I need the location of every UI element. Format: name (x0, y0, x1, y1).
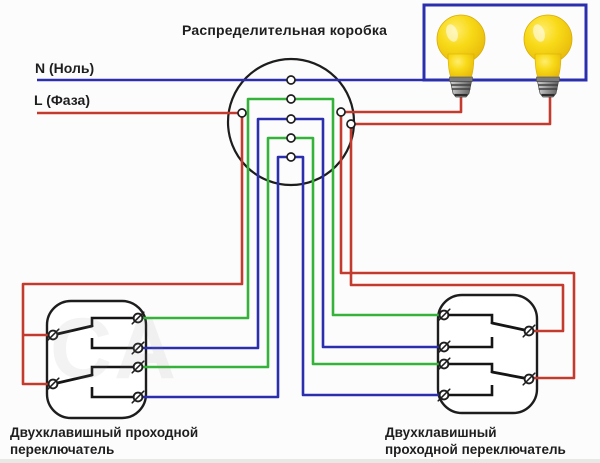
left-switch-label-line1: Двухклавишный проходной (10, 425, 199, 440)
left-switch-lever-1 (51, 324, 94, 337)
right-switch-contact-1 (444, 313, 494, 324)
right-switch-box (436, 293, 539, 415)
lamp1-switched-phase-wire (339, 94, 576, 380)
right-switch-contact-3 (444, 362, 494, 373)
connection-node (286, 114, 296, 124)
neutral-wire-label: N (Ноль) (35, 60, 95, 76)
bottom-strip (0, 459, 600, 463)
connection-node (286, 75, 296, 85)
lamp-box-outline (422, 3, 588, 82)
left-switch-lever-2 (51, 373, 94, 386)
connection-node (286, 94, 296, 104)
connection-node (286, 152, 296, 162)
connection-node (336, 107, 346, 117)
left-switch-label-line2: переключатель (10, 442, 115, 457)
phase-wire-label: L (Фаза) (34, 92, 90, 108)
traveler-wire-blue-2 (138, 155, 444, 399)
right-switch-label-line1: Двухклавишный (385, 425, 497, 440)
right-switch-contact-2 (444, 337, 494, 349)
traveler-wire-green-2 (138, 136, 444, 369)
junction-box-label: Распределительная коробка (182, 22, 388, 38)
left-switch-label: Двухклавишный проходной переключатель (10, 424, 198, 458)
connection-node (286, 133, 296, 143)
light-bulb-icon (522, 13, 574, 99)
left-switch-contact-2 (90, 338, 138, 350)
right-switch-lever-1 (490, 321, 531, 333)
light-bulb-icon (435, 13, 487, 99)
connection-node (237, 108, 247, 118)
phase-to-left-switch-wire (21, 113, 244, 386)
lamp2-switched-phase-wire (349, 94, 565, 333)
left-switch-contact-4 (90, 387, 138, 399)
right-switch-label: Двухклавишный проходной переключатель (385, 424, 566, 458)
left-switch-contact-3 (90, 365, 138, 376)
connection-node (346, 119, 356, 129)
right-switch-contact-4 (444, 385, 494, 397)
right-switch-lever-2 (490, 370, 531, 381)
right-switch-label-line2: проходной переключатель (385, 442, 566, 457)
left-switch-contact-1 (90, 316, 138, 327)
